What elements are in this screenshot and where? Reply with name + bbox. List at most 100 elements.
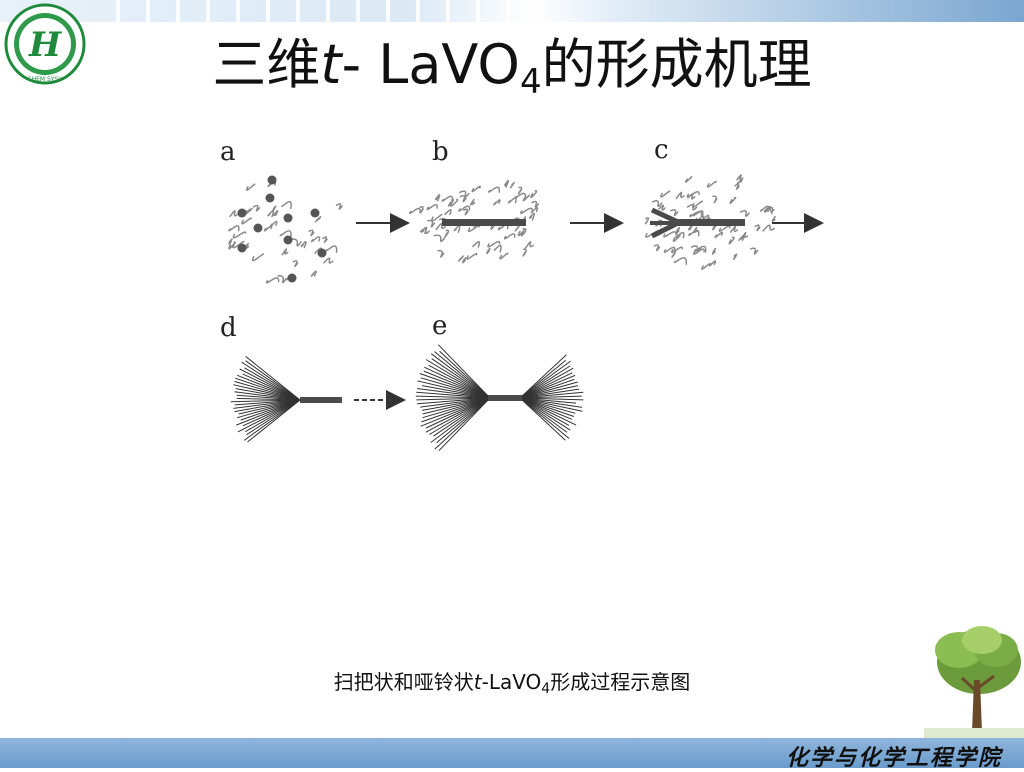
surfactant-squiggle [771,215,776,223]
title-suffix: 的形成机理 [541,33,812,96]
caption-suffix: 形成过程示意图 [550,670,691,694]
dumbbell-fiber-left [433,397,491,437]
split-branch [650,207,680,225]
dumbbell-fiber-right [519,374,576,399]
panel-label-c: c [654,135,669,165]
surfactant-squiggle [251,253,264,262]
broom-fiber [235,377,301,401]
dumbbell-fiber-left [429,397,491,435]
dumbbell-fiber-right [519,354,567,399]
surfactant-squiggle [244,242,250,250]
panel-c-splitting-rod [644,174,776,270]
surfactant-squiggle [444,229,450,238]
surfactant-squiggle [691,200,704,208]
surfactant-squiggle [453,225,461,233]
dumbbell-fiber-left [421,397,491,411]
dumbbell-fiber-right [519,395,582,399]
title-subscript: 4 [519,62,542,102]
dumbbell-fiber-right [519,367,574,399]
surfactant-squiggle [517,227,526,237]
surfactant-squiggle [754,224,761,232]
broom-handle [300,397,342,403]
nucleus-dot [237,243,247,253]
dumbbell-fiber-right [519,397,573,420]
surfactant-squiggle [335,203,343,210]
surfactant-squiggle [764,206,774,215]
surfactant-squiggle [651,200,663,208]
dumbbell-fiber-right [519,388,580,399]
nanorod [442,219,526,226]
broom-fiber [245,356,301,401]
surfactant-squiggle [450,198,459,207]
surfactant-squiggle [507,197,517,204]
dumbbell-fiber-left [425,397,491,433]
dumbbell-fiber-left [415,395,491,399]
broom-fiber [237,374,301,401]
surfactant-squiggle [687,193,696,200]
dumbbell-fiber-right [519,381,578,399]
surfactant-squiggle [308,229,315,237]
surfactant-squiggle [530,206,539,214]
nucleus-dot [310,208,320,218]
broom-fiber [236,394,301,401]
surfactant-squiggle [503,233,516,240]
surfactant-squiggle [437,249,445,258]
surfactant-squiggle [687,224,693,231]
dumbbell-fiber-left [417,380,491,399]
broom-fiber [247,399,301,443]
tree-decoration [924,620,1024,740]
surfactant-squiggle [509,181,515,189]
panel-e-dumbbell [415,344,584,452]
broom-fiber [245,399,301,433]
surfactant-squiggle [252,204,261,212]
surfactant-squiggle [427,219,436,228]
caption-middle: -LaVO [481,670,542,694]
broom-fiber [230,399,301,403]
surfactant-squiggle [487,240,501,248]
caption-prefix: 扫把状和哑铃状 [333,670,474,694]
surfactant-squiggle [706,180,717,188]
broom-fiber [234,399,301,413]
surfactant-squiggle [421,226,428,234]
dumbbell-fiber-right [519,397,583,412]
panel-a-particles [228,175,343,284]
dumbbell-fiber-left [422,397,491,419]
dumbbell-fiber-right [519,397,577,426]
surfactant-squiggle [272,209,279,217]
dumbbell-fiber-left [436,397,491,443]
dumbbell-fiber-left [416,391,491,399]
nucleus-dot [265,193,275,203]
dumbbell-fiber-left [422,385,491,399]
school-logo: H CHEM SYSU [4,3,86,85]
dumbbell-fiber-left [439,350,491,399]
panel-d-broom [230,356,342,443]
surfactant-squiggle [528,212,535,221]
top-band-pattern [90,0,530,22]
surfactant-squiggle [281,248,289,256]
surfactant-squiggle [718,225,731,232]
logo-letter: H [28,25,63,65]
surfactant-squiggle [469,198,476,206]
surfactant-squiggle [522,248,527,257]
dumbbell-fiber-right [519,360,571,399]
surfactant-squiggle [499,252,509,260]
caption-italic: t [473,670,482,694]
figure-caption: 扫把状和哑铃状t-LaVO4形成过程示意图 [0,666,1024,696]
nucleus-dot [317,248,327,258]
dumbbell-core [488,395,522,401]
broom-fiber [234,381,301,401]
surfactant-squiggle [409,207,421,215]
surfactant-squiggle [663,246,676,253]
dumbbell-fiber-left [420,377,491,399]
surfactant-squiggle [504,179,510,188]
surfactant-squiggle [729,225,739,233]
surfactant-squiggle [444,208,452,216]
surfactant-squiggle [229,210,239,218]
surfactant-squiggle [419,206,424,214]
surfactant-squiggle [517,186,523,195]
surfactant-squiggle [228,238,233,245]
surfactant-squiggle [692,210,704,217]
surfactant-squiggle [653,244,661,252]
surfactant-squiggle [471,185,481,193]
broom-fiber [236,399,301,419]
